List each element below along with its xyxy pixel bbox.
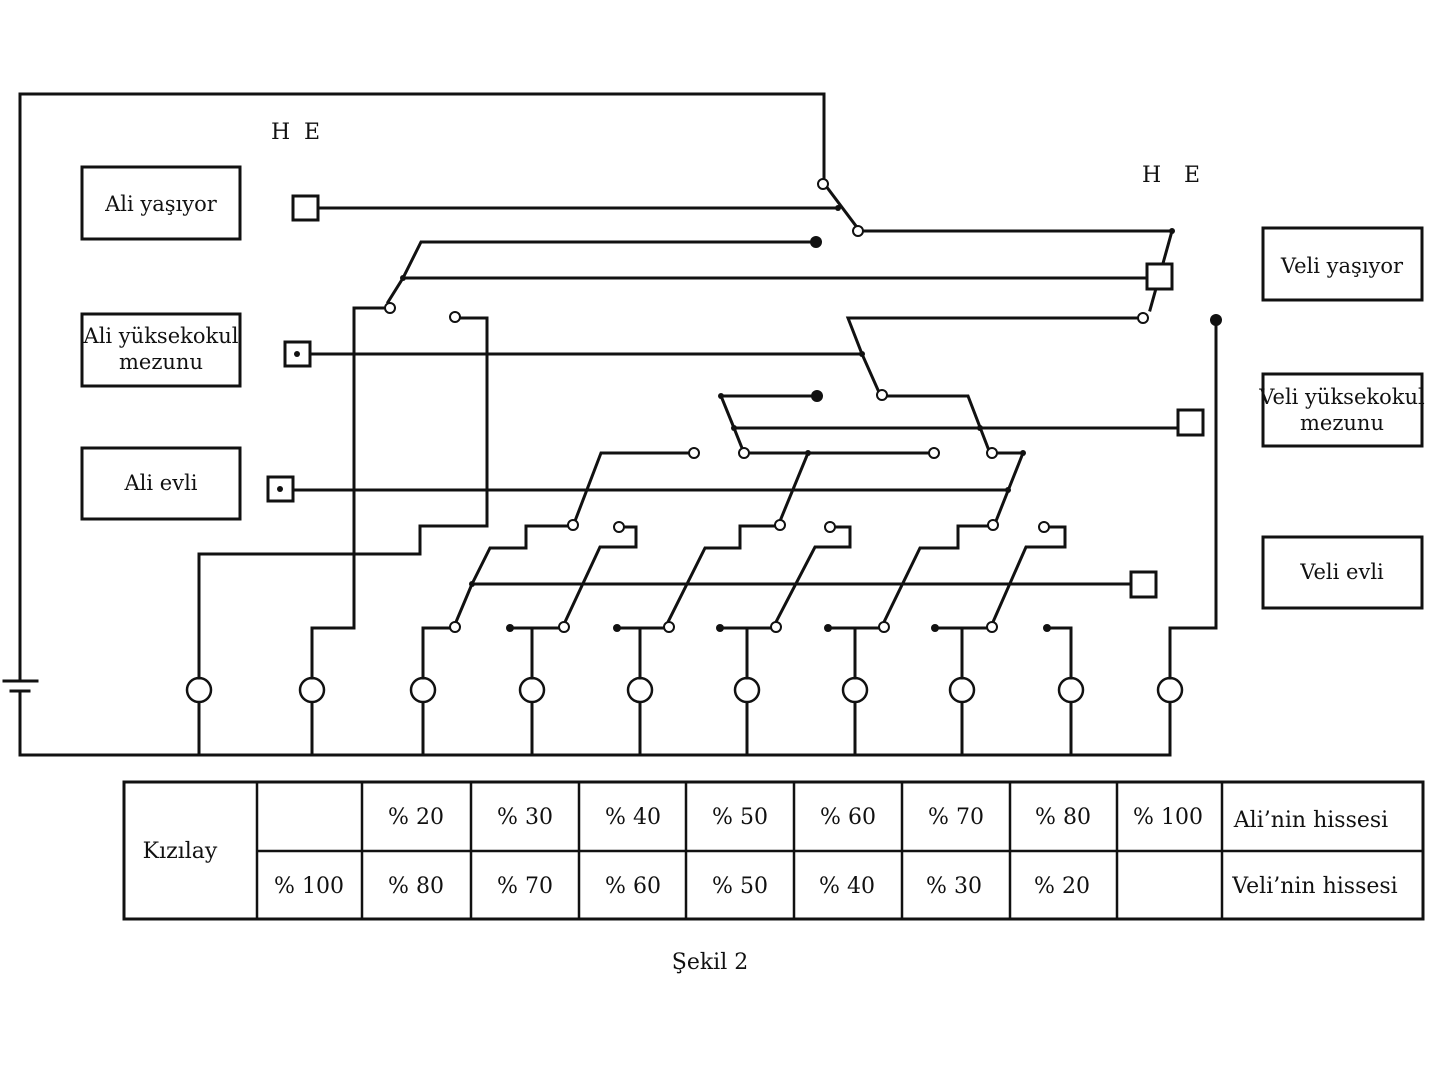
kizilay-cell: Kızılay <box>143 839 218 864</box>
veli-e-label: E <box>1184 163 1200 188</box>
table-cell: % 80 <box>1035 805 1091 830</box>
table-cell: % 20 <box>1034 874 1090 899</box>
switch-contacts <box>384 178 1149 633</box>
push-buttons <box>266 194 1205 599</box>
table-cell: % 70 <box>928 805 984 830</box>
switch-state-labels: H E H E <box>271 120 1200 188</box>
ali-married-label: Ali evli <box>124 471 198 495</box>
veli-alive-box <box>1261 226 1424 302</box>
ali-alive-button <box>291 194 320 222</box>
veli-married-label: Veli evli <box>1299 560 1384 584</box>
condition-boxes: Ali yaşıyor Ali yüksekokul mezunu Ali ev… <box>80 165 1425 610</box>
veli-graduate-button <box>1176 408 1205 437</box>
veli-married-box <box>1261 535 1424 610</box>
table-cell: % 60 <box>605 874 661 899</box>
lamp-feed-wires <box>197 306 1218 680</box>
lamp-icon <box>185 676 213 704</box>
veli-graduate-label-2: mezunu <box>1300 411 1384 435</box>
married-ladders <box>454 524 1132 625</box>
ali-e-label: E <box>304 120 320 145</box>
table-cell: % 30 <box>926 874 982 899</box>
veli-graduate-box <box>1261 372 1424 448</box>
ali-graduate-label-2: mezunu <box>119 350 203 374</box>
veli-married-button <box>1129 570 1158 599</box>
veli-h-label: H <box>1142 163 1161 188</box>
table-cell: % 70 <box>497 874 553 899</box>
lamp-icon <box>1057 676 1085 704</box>
veli-share-row: % 100 % 80 % 70 % 60 % 50 % 40 % 30 % 20… <box>274 874 1398 899</box>
junction-dots <box>400 205 1222 632</box>
ali-graduate-box <box>80 312 242 388</box>
ali-alive-switch <box>316 183 1174 312</box>
table-cell: % 40 <box>605 805 661 830</box>
table-cell: % 20 <box>388 805 444 830</box>
ali-graduate-label-1: Ali yüksekokul <box>83 324 239 348</box>
ali-alive-label: Ali yaşıyor <box>104 192 218 216</box>
lamp-icon <box>733 676 761 704</box>
lamp-icon <box>298 676 326 704</box>
lamp-icon <box>841 676 869 704</box>
ali-alive-box <box>80 165 242 241</box>
table-cell: % 50 <box>712 874 768 899</box>
lamp-row <box>185 676 1184 757</box>
lamp-icon <box>948 676 976 704</box>
ali-h-label: H <box>271 120 290 145</box>
table-cell: % 50 <box>712 805 768 830</box>
table-cell: % 40 <box>819 874 875 899</box>
table-cell: % 80 <box>388 874 444 899</box>
ali-share-row: % 20 % 30 % 40 % 50 % 60 % 70 % 80 % 100… <box>388 805 1388 833</box>
table-cell: % 30 <box>497 805 553 830</box>
lamp-icon <box>409 676 437 704</box>
veli-graduate-label-1: Veli yüksekokul <box>1258 385 1425 409</box>
lamp-icon <box>626 676 654 704</box>
figure-caption: Şekil 2 <box>672 950 748 975</box>
table-cell: % 60 <box>820 805 876 830</box>
ali-share-label: Ali’nin hissesi <box>1233 808 1388 833</box>
veli-share-label: Veli’nin hissesi <box>1231 874 1397 899</box>
veli-alive-button <box>1145 262 1174 291</box>
ali-married-box <box>80 446 242 521</box>
battery-circuit <box>2 92 1172 757</box>
lamp-icon <box>1156 676 1184 704</box>
table-cell: % 100 <box>274 874 344 899</box>
share-table: Kızılay % 20 % 30 % 40 % 50 % 60 % 70 % … <box>122 780 1425 921</box>
veli-alive-label: Veli yaşıyor <box>1280 254 1404 278</box>
lamp-icon <box>518 676 546 704</box>
veli-alive-ladder <box>291 316 1180 523</box>
table-cell: % 100 <box>1133 805 1203 830</box>
